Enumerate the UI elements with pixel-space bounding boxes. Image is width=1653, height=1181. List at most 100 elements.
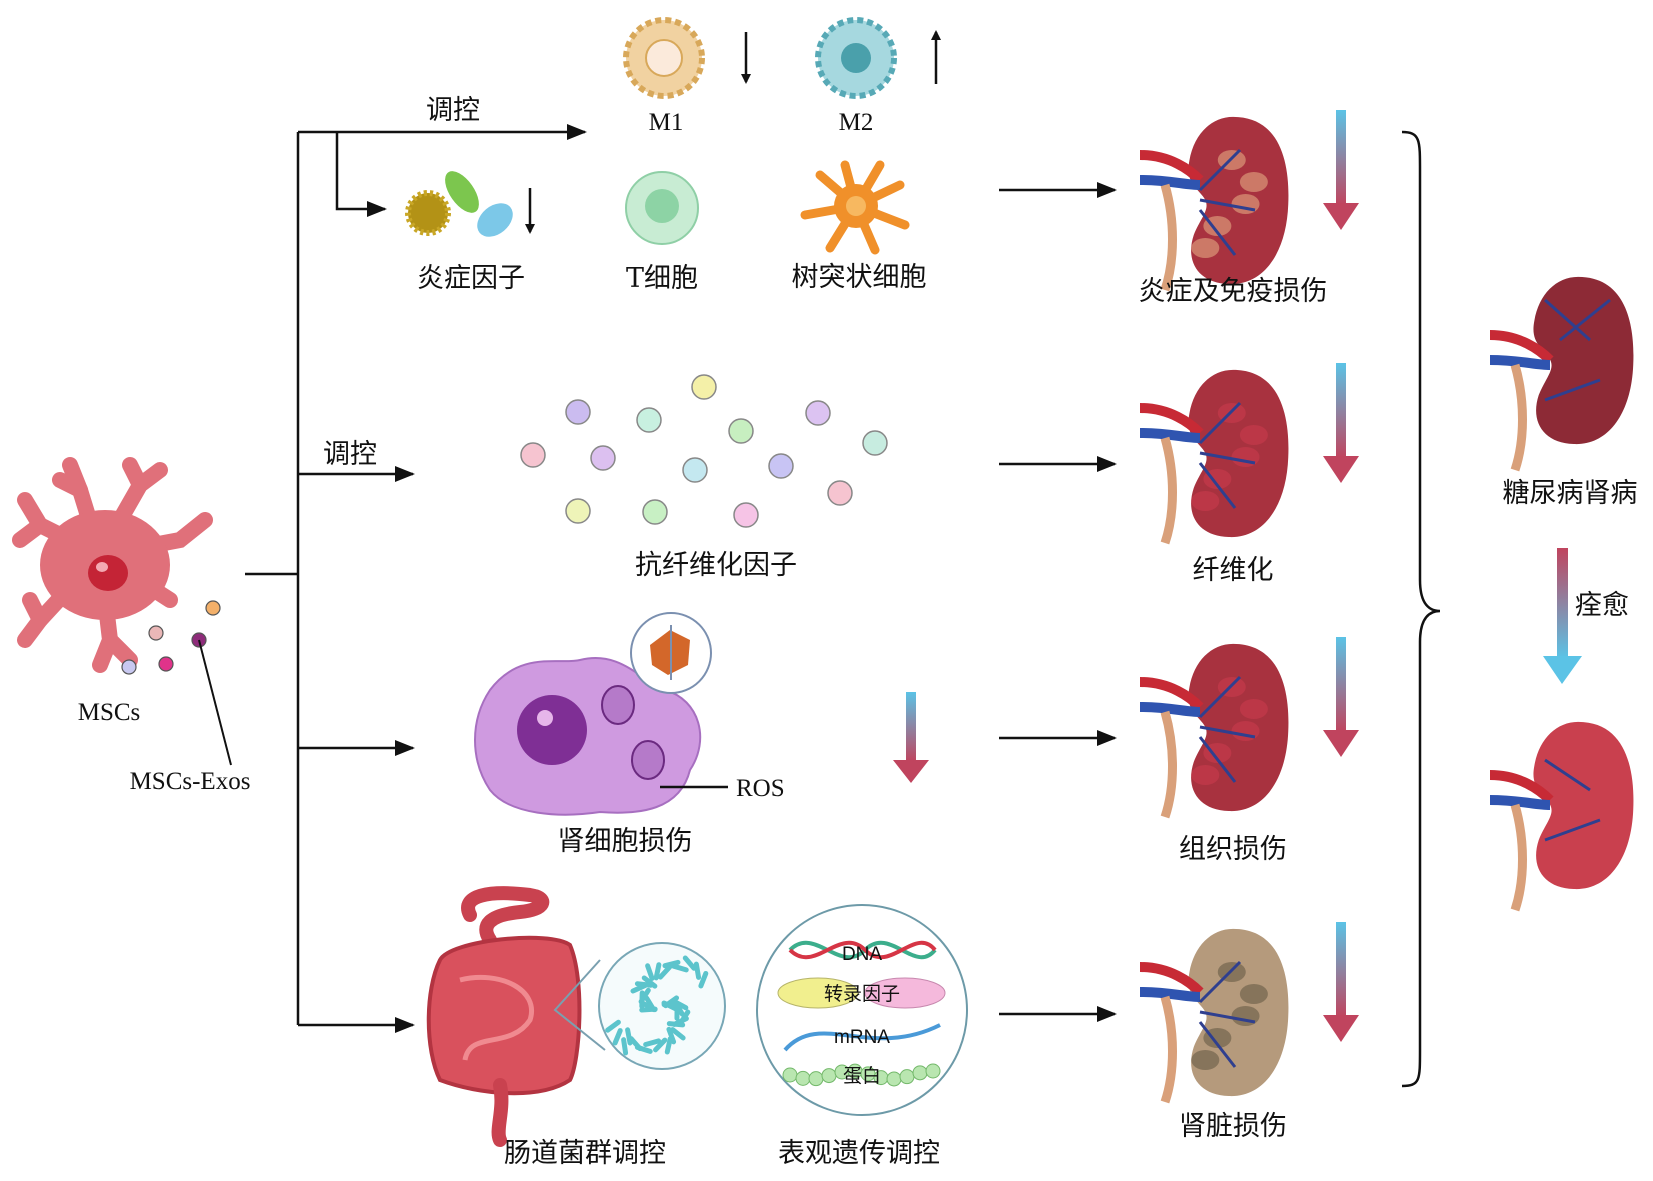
factor-dot	[827, 480, 853, 506]
factor-dot	[590, 445, 616, 471]
factor-dot	[768, 453, 794, 479]
m1-label: M1	[649, 109, 684, 136]
bacterium	[634, 1044, 653, 1054]
bacterium	[664, 1036, 673, 1055]
decrease-arrow-icon	[1323, 110, 1359, 230]
renal-cell-icon	[474, 657, 702, 816]
outcome-label: 炎症及免疫损伤	[1139, 276, 1328, 307]
decrease-arrow-icon	[1323, 363, 1359, 483]
protein-label: 蛋白	[843, 1065, 881, 1087]
bacterium	[639, 1006, 658, 1013]
gut-microbiota-label: 肠道菌群调控	[504, 1138, 666, 1169]
anti-fibrosis-label: 抗纤维化因子	[635, 550, 797, 581]
healed-label: 痊愈	[1575, 590, 1629, 621]
connector-lines	[245, 124, 1117, 1033]
anti-fibrosis-factor-dots	[520, 374, 888, 528]
gut-bacteria-icon	[598, 942, 726, 1070]
protein-bead	[925, 1063, 941, 1079]
factor-dot	[805, 400, 831, 426]
bacterium	[698, 970, 709, 989]
protein-bead	[782, 1067, 798, 1083]
factor-dot	[565, 498, 591, 524]
protein-bead	[821, 1068, 837, 1084]
renal-cell-label: 肾细胞损伤	[558, 826, 693, 857]
diabetic-kidney-icon	[1490, 276, 1634, 470]
transcription-factor-label: 转录因子	[824, 983, 900, 1005]
inflammatory-factors-label: 炎症因子	[417, 263, 525, 294]
dendritic-cell-label: 树突状细胞	[792, 262, 927, 293]
protein-bead	[899, 1069, 915, 1085]
factor-dot	[728, 418, 754, 444]
bacterium	[625, 1027, 633, 1046]
m2-label: M2	[839, 109, 874, 136]
t-cell-label: T细胞	[626, 263, 698, 294]
bacterium	[677, 1009, 691, 1026]
grouping-brace	[1401, 130, 1441, 1088]
decrease-arrow-icon	[1323, 637, 1359, 757]
bacterium	[643, 1038, 662, 1047]
factor-dot	[642, 499, 668, 525]
dna-label: DNA	[842, 944, 882, 965]
dkd-label: 糖尿病肾病	[1503, 478, 1638, 509]
outcome-kidney-3: 组织损伤	[1140, 637, 1359, 865]
factor-dot	[691, 374, 717, 400]
epigenetics-label: 表观遗传调控	[778, 1138, 940, 1169]
m2-macrophage-icon	[815, 17, 897, 99]
msc-label: MSCs	[78, 699, 141, 726]
bacterium	[639, 990, 645, 1009]
zoom-callout-line	[553, 959, 606, 1051]
chinese-medical-association-logo	[630, 612, 712, 694]
intestine-icon	[426, 886, 582, 1147]
factor-dot	[520, 442, 546, 468]
protein-bead	[808, 1071, 824, 1087]
healthy-kidney-icon	[1490, 721, 1634, 910]
protein-bead	[795, 1070, 811, 1086]
ros-label: ROS	[736, 775, 785, 802]
bacterium	[645, 963, 655, 981]
exosome-pointer-line	[198, 639, 232, 766]
outcome-label: 组织损伤	[1179, 834, 1287, 865]
msc-cell-icon	[12, 457, 213, 673]
bacterium	[662, 959, 681, 969]
outcome-label: 肾脏损伤	[1179, 1111, 1287, 1142]
renal-cell-down-arrow-icon	[893, 692, 929, 783]
bacterium	[671, 998, 689, 1011]
factor-dot	[636, 407, 662, 433]
bacterium	[605, 1019, 621, 1033]
bacterium	[653, 1037, 668, 1053]
bacterium	[693, 961, 702, 980]
m1-macrophage-icon	[623, 17, 705, 99]
protein-bead	[886, 1071, 902, 1087]
factor-dot	[733, 502, 759, 528]
outcome-kidney-2: 纤维化	[1140, 363, 1359, 586]
inflammatory-factors-icon	[405, 171, 513, 237]
bacterium	[670, 1027, 686, 1041]
regulate-label-top: 调控	[426, 95, 480, 126]
outcome-kidney-1: 炎症及免疫损伤	[1139, 110, 1359, 307]
decrease-arrow-icon	[1323, 922, 1359, 1042]
bacterium	[653, 962, 662, 981]
bacterium	[630, 982, 648, 994]
mrna-icon	[783, 1023, 941, 1052]
protein-bead	[912, 1065, 928, 1081]
bacterium	[682, 955, 697, 971]
epigenetics-circle: DNA 转录因子 mRNA 蛋白	[756, 904, 968, 1116]
bacterium	[612, 1028, 623, 1046]
dendritic-cell-icon	[800, 160, 910, 255]
bacterium	[621, 1037, 629, 1056]
mrna-label: mRNA	[834, 1027, 890, 1048]
bacterium	[670, 963, 689, 973]
healing-arrow-icon	[1543, 548, 1582, 684]
outcome-label: 纤维化	[1193, 555, 1274, 586]
factor-dot	[682, 457, 708, 483]
outcome-kidney-4: 肾脏损伤	[1140, 922, 1359, 1142]
bacterium	[657, 964, 673, 980]
bacterium	[666, 1026, 677, 1045]
factor-dot	[862, 430, 888, 456]
regulate-label-fibrosis: 调控	[323, 439, 377, 470]
t-cell-icon	[625, 171, 699, 245]
factor-dot	[565, 399, 591, 425]
